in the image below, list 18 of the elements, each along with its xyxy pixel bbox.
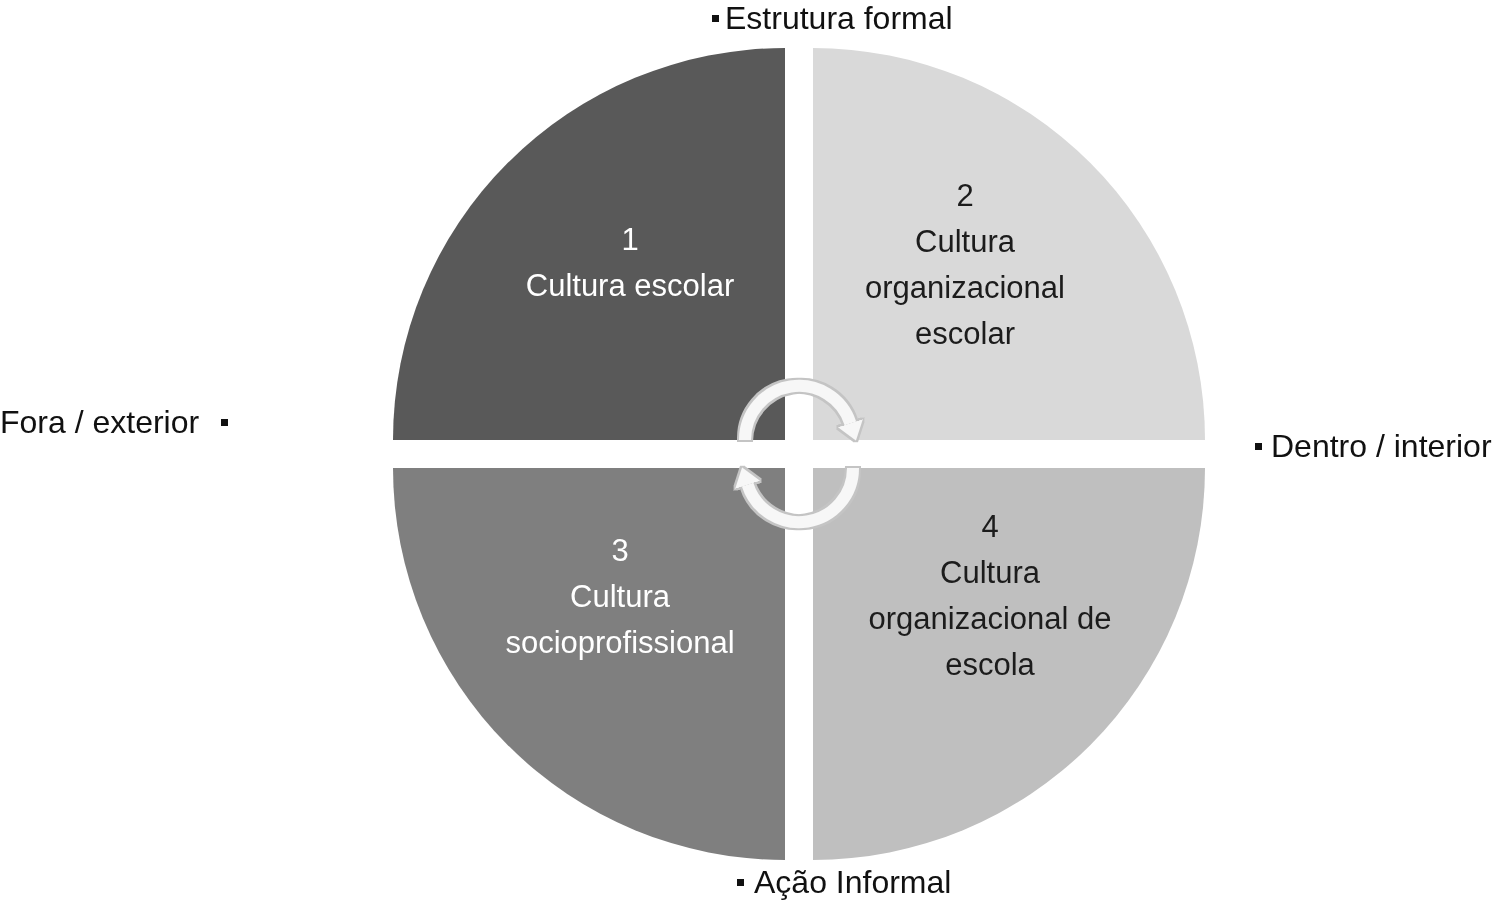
axis-label: Dentro / interior: [1271, 428, 1492, 464]
curved-arrow: [735, 467, 859, 529]
segment-title: Cultura organizacional escolar: [864, 223, 1066, 353]
curved-arrow: [739, 379, 863, 441]
quadrant-segment: [813, 48, 1205, 440]
quadrant-segment: [393, 48, 785, 440]
segment-number: 2: [956, 177, 974, 215]
segment-number: 4: [981, 508, 999, 546]
quadrant-segment: [393, 468, 785, 860]
segment-title: Cultura escolar: [524, 267, 736, 305]
segment-number: 3: [611, 532, 629, 570]
axis-label: Estrutura formal: [725, 0, 953, 36]
axis-label: Ação Informal: [754, 864, 952, 900]
segment-number: 1: [621, 221, 639, 259]
axis-label: Fora / exterior: [0, 404, 200, 440]
segment-title: Cultura socioprofissional: [504, 578, 736, 662]
segment-title: Cultura organizacional de escola: [867, 554, 1113, 684]
quadrant-segment: [813, 468, 1205, 860]
